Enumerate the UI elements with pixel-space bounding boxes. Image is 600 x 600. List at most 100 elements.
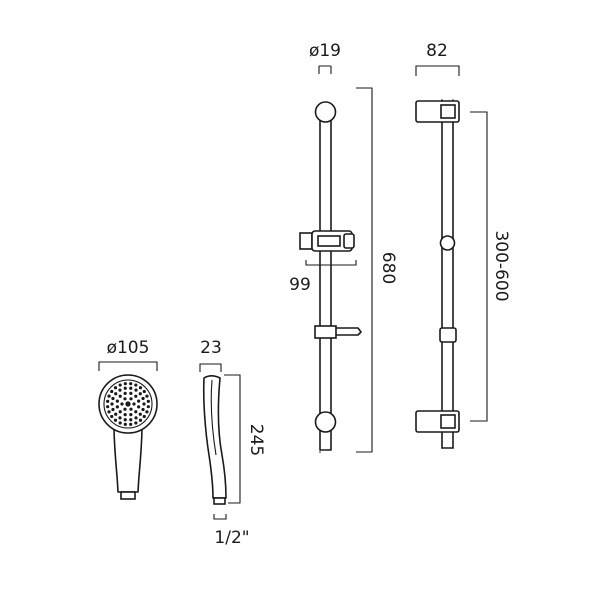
hose-slider-front xyxy=(314,325,362,339)
holder-offset-bracket xyxy=(305,260,357,266)
handset-connector xyxy=(120,491,136,500)
thread-size-label: 1/2" xyxy=(214,528,249,548)
nozzle xyxy=(115,399,119,403)
rail-length-bracket xyxy=(356,87,373,453)
dim-rail-depth: 82 xyxy=(415,41,460,76)
nozzle xyxy=(111,407,115,412)
rail-length-label: 680 xyxy=(378,252,398,284)
nozzle xyxy=(134,410,138,414)
handset-handle xyxy=(113,424,143,493)
nozzle xyxy=(123,413,127,417)
slider-side xyxy=(439,327,457,343)
bottom-bracket-side xyxy=(415,410,460,433)
top-bracket-collar xyxy=(440,104,456,119)
thread-size-bracket xyxy=(213,514,227,520)
nozzle xyxy=(114,392,118,396)
nozzle xyxy=(114,412,118,416)
holder-slot xyxy=(317,235,341,247)
nozzle xyxy=(146,399,150,403)
nozzle xyxy=(129,382,133,386)
head-depth-label: 23 xyxy=(200,338,222,358)
dim-handset-length: 245 xyxy=(224,374,266,504)
dim-thread-size: 1/2" xyxy=(213,514,250,548)
nozzle xyxy=(142,414,146,419)
nozzle xyxy=(118,421,122,425)
nozzle xyxy=(111,396,115,401)
dim-rail-diameter: ø19 xyxy=(309,41,341,74)
nozzle xyxy=(141,407,145,412)
nozzle xyxy=(110,402,114,406)
rail-depth-bracket xyxy=(415,65,460,76)
nozzle xyxy=(113,418,118,422)
head-diameter-label: ø105 xyxy=(107,338,150,358)
handset-length-label: 245 xyxy=(246,424,266,456)
holder-offset-label: 99 xyxy=(289,275,311,295)
dim-head-diameter: ø105 xyxy=(98,338,158,371)
nozzle xyxy=(129,407,133,411)
nozzle xyxy=(141,396,145,401)
nozzle xyxy=(142,389,146,394)
nozzle xyxy=(118,394,122,398)
rail-depth-label: 82 xyxy=(426,41,448,61)
nozzle xyxy=(110,389,114,394)
handset-side-body xyxy=(202,374,227,499)
handset-length-bracket xyxy=(224,374,241,504)
nozzle xyxy=(118,416,122,420)
nozzle xyxy=(123,397,127,401)
nozzle-center xyxy=(125,401,131,407)
nozzle xyxy=(113,386,118,390)
handset-front-view: ø105 xyxy=(98,338,158,500)
nozzle xyxy=(134,394,138,398)
nozzle xyxy=(107,394,111,398)
rail-diameter-label: ø19 xyxy=(309,41,341,61)
holder-knob xyxy=(343,233,355,249)
dim-head-depth: 23 xyxy=(199,338,222,372)
rail-front-bottom-cap xyxy=(319,429,332,451)
nozzle xyxy=(145,394,149,398)
handset-face-ring xyxy=(103,379,153,429)
head-diameter-bracket xyxy=(98,361,158,371)
nozzle xyxy=(129,418,133,422)
nozzle xyxy=(123,422,127,426)
nozzle xyxy=(123,391,127,395)
dim-rail-length: 680 xyxy=(356,87,398,453)
nozzle xyxy=(134,388,138,392)
nozzle xyxy=(137,405,141,409)
rail-side-view: 82 300-600 xyxy=(415,41,511,449)
nozzle xyxy=(137,399,141,403)
nozzle xyxy=(123,386,127,390)
nozzle xyxy=(129,413,133,417)
bottom-bracket-front xyxy=(314,411,337,433)
nozzle xyxy=(123,418,127,422)
nozzle xyxy=(134,421,138,425)
top-bracket-front xyxy=(314,101,337,123)
nozzle xyxy=(118,388,122,392)
nozzle xyxy=(120,402,124,406)
slider-body xyxy=(314,325,337,339)
nozzle xyxy=(134,383,138,387)
nozzle xyxy=(138,386,143,390)
nozzle xyxy=(106,405,110,409)
nozzle xyxy=(145,410,149,414)
handset-holder-front xyxy=(299,230,355,252)
nozzle xyxy=(129,391,133,395)
bottom-bracket-collar xyxy=(440,414,456,429)
nozzle xyxy=(142,402,146,406)
dim-holder-offset: 99 xyxy=(289,260,357,295)
head-depth-bracket xyxy=(199,363,222,372)
holder-clamp-left xyxy=(299,232,313,250)
nozzle xyxy=(123,407,127,411)
nozzle xyxy=(106,399,110,403)
dim-bracket-spacing: 300-600 xyxy=(470,111,511,422)
holder-knob-side xyxy=(439,235,456,251)
bracket-spacing-bracket xyxy=(470,111,488,422)
nozzle xyxy=(146,405,150,409)
handset-side-inner-line xyxy=(210,379,217,456)
nozzle xyxy=(138,418,143,422)
nozzle xyxy=(134,416,138,420)
nozzle xyxy=(129,422,133,426)
rail-diameter-bracket xyxy=(318,65,332,74)
nozzle xyxy=(129,386,133,390)
nozzle xyxy=(107,410,111,414)
